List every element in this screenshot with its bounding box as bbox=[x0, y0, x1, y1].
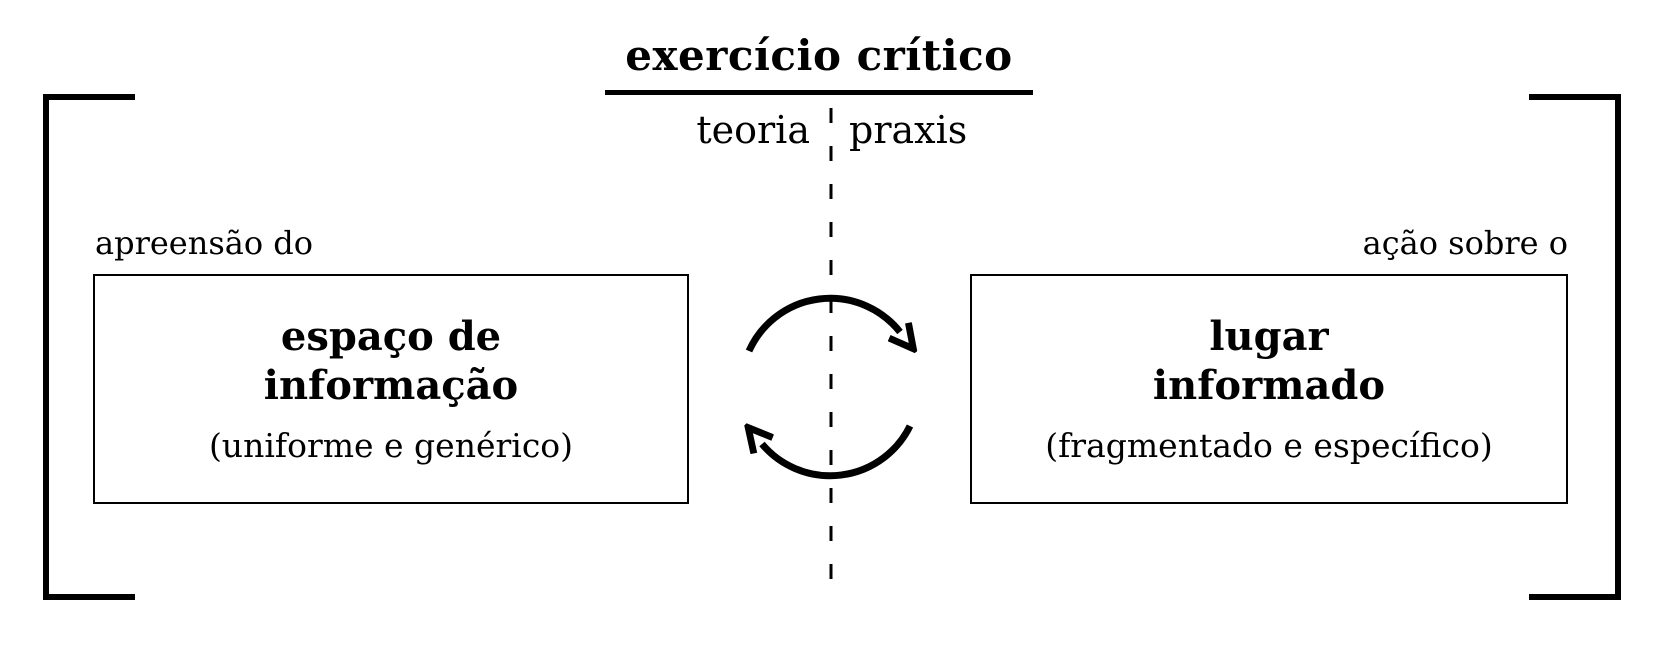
right-box-title: lugar informado bbox=[1152, 313, 1386, 409]
title-underline bbox=[605, 90, 1033, 95]
left-bracket-icon bbox=[43, 94, 135, 600]
cycle-arrow-bottom-icon bbox=[762, 426, 914, 480]
left-box-subtitle: (uniforme e genérico) bbox=[208, 426, 574, 465]
right-box-annotation: ação sobre o bbox=[1362, 224, 1568, 262]
axis-label-praxis: praxis bbox=[849, 108, 968, 152]
axis-label-teoria: teoria bbox=[696, 108, 810, 152]
left-box-annotation: apreensão do bbox=[95, 224, 314, 262]
right-bracket-icon bbox=[1529, 94, 1621, 600]
right-box-subtitle: (fragmentado e específico) bbox=[1045, 426, 1493, 465]
title-block: exercício crítico bbox=[605, 32, 1033, 95]
right-box: lugar informado (fragmentado e específic… bbox=[970, 274, 1568, 504]
left-box: espaço de informação (uniforme e genéric… bbox=[93, 274, 689, 504]
left-box-title: espaço de informação bbox=[263, 313, 519, 409]
page-title: exercício crítico bbox=[625, 31, 1013, 80]
cycle-arrow-top-icon bbox=[745, 294, 900, 351]
